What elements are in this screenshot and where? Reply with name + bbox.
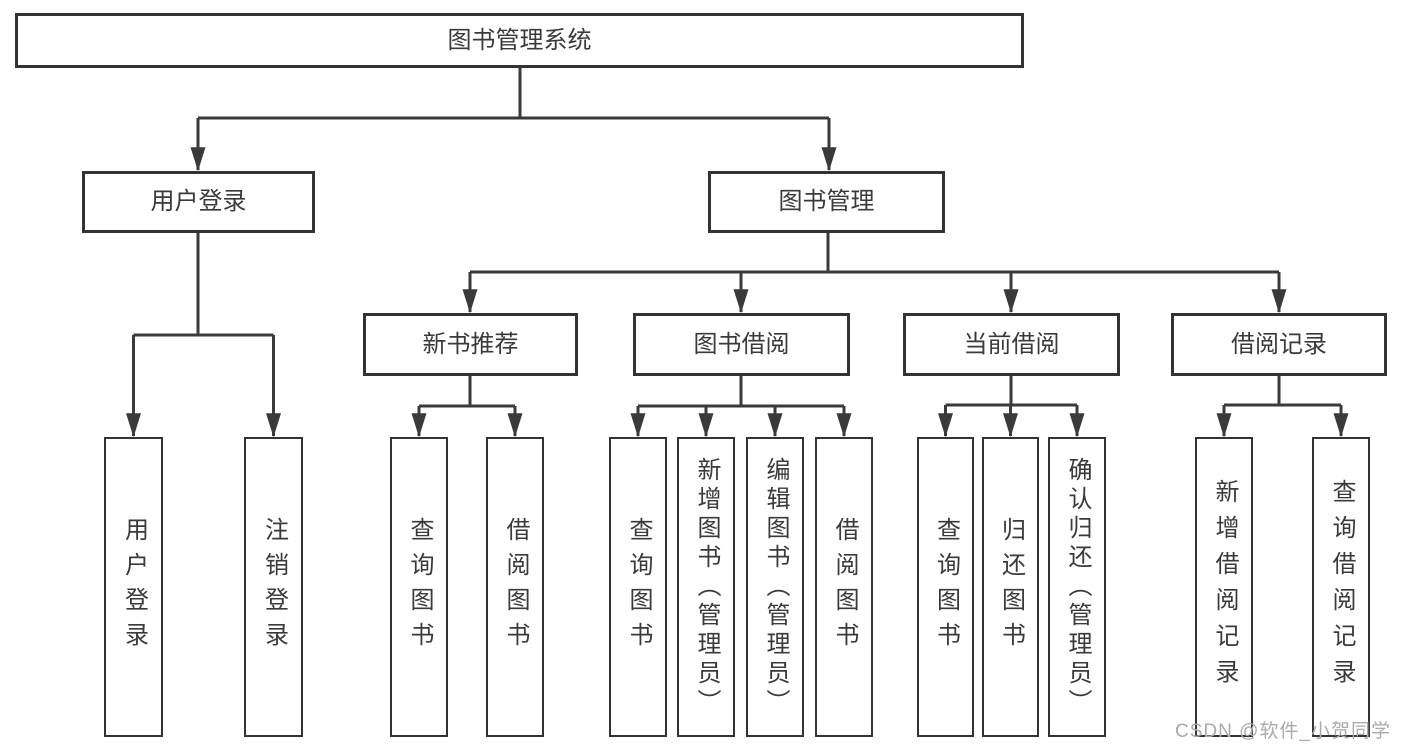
leaf-user-login: 用户登录 [104, 437, 163, 737]
node-label: 借阅图书 [831, 517, 858, 657]
leaf-confirm-return-admin: 确认归还（管理员） [1048, 437, 1106, 737]
leaf-logout-login: 注销登录 [244, 437, 303, 737]
leaf-newbook-borrow-books: 借阅图书 [486, 437, 544, 737]
node-label: 查询图书 [406, 517, 433, 657]
node-label: 图书管理 [778, 188, 875, 215]
leaf-add-books-admin: 新增图书（管理员） [677, 437, 735, 737]
node-label: 查询借阅记录 [1328, 479, 1355, 695]
leaf-edit-books-admin: 编辑图书（管理员） [746, 437, 804, 737]
leaf-query-borrow-record: 查询借阅记录 [1312, 437, 1370, 737]
node-label: 编辑图书（管理员） [762, 456, 789, 718]
node-label: 新书推荐 [422, 330, 519, 358]
node-label: 查询图书 [932, 517, 960, 657]
leaf-borrowing-query-books: 查询图书 [609, 437, 667, 737]
node-label: 图书借阅 [693, 330, 790, 358]
node-label: 用户登录 [150, 188, 247, 215]
node-label: 确认归还（管理员） [1064, 456, 1091, 718]
node-label: 当前借阅 [963, 330, 1060, 358]
csdn-watermark: CSDN @软件_小贺同学 [1175, 721, 1391, 742]
node-book-borrowing: 图书借阅 [633, 313, 850, 376]
node-label: 借阅记录 [1231, 330, 1327, 358]
leaf-borrowing-borrow-books: 借阅图书 [815, 437, 873, 737]
leaf-current-query-books: 查询图书 [917, 437, 974, 737]
node-label: 新增图书（管理员） [693, 456, 720, 718]
node-user-login: 用户登录 [82, 171, 315, 233]
node-current-borrowing: 当前借阅 [903, 313, 1120, 376]
node-borrowing-records: 借阅记录 [1171, 313, 1387, 376]
leaf-return-books: 归还图书 [982, 437, 1039, 737]
node-label: 注销登录 [260, 517, 288, 657]
node-label: 新增借阅记录 [1211, 479, 1238, 695]
node-label: 用户登录 [120, 517, 148, 657]
node-label: 借阅图书 [502, 517, 529, 657]
node-label: 归还图书 [997, 517, 1025, 657]
node-root-system: 图书管理系统 [15, 13, 1024, 68]
leaf-add-borrow-record: 新增借阅记录 [1195, 437, 1253, 737]
node-label: 图书管理系统 [447, 26, 592, 54]
node-book-management: 图书管理 [708, 171, 945, 233]
node-new-book-recommend: 新书推荐 [363, 313, 578, 376]
leaf-newbook-query-books: 查询图书 [390, 437, 448, 737]
node-label: 查询图书 [625, 517, 652, 657]
